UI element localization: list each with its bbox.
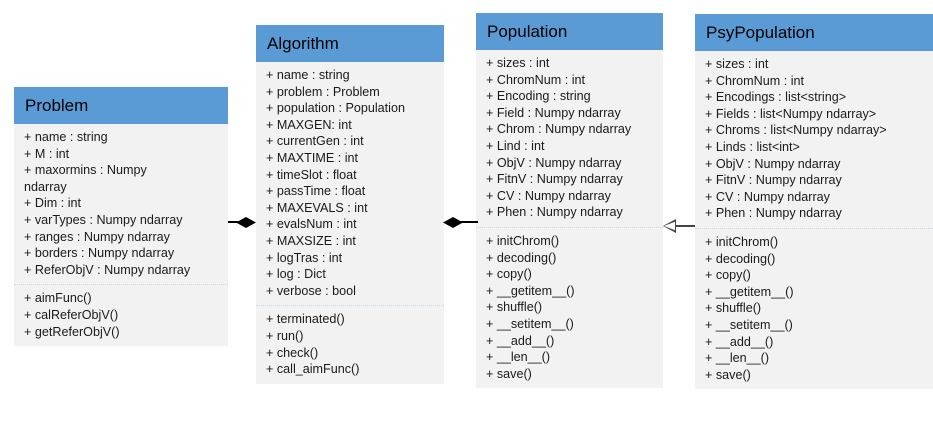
- uml-member-row: + ReferObjV : Numpy ndarray: [24, 262, 191, 277]
- attributes-compartment-algorithm: + name : string + problem : Problem + popu…: [256, 62, 444, 305]
- class-title-population: Population: [476, 13, 663, 50]
- uml-member-row: + MAXSIZE : int: [266, 233, 356, 248]
- composition-line-algorithm-population: [460, 221, 478, 223]
- methods-compartment-psypopulation: + initChrom() + decoding() + copy()+ __get…: [695, 227, 933, 389]
- uml-member-row: + __len__(): [486, 350, 551, 365]
- uml-member-row: + __setitem__(): [705, 317, 793, 332]
- uml-member-row: + decoding(): [705, 251, 776, 266]
- uml-member-row: + population : Population: [266, 101, 405, 116]
- attributes-compartment-problem: + name : string + M : int + maxormins : Nu…: [14, 124, 228, 284]
- uml-class-problem[interactable]: Problem + name : string + M : int + maxorm…: [14, 87, 228, 347]
- uml-member-row: + terminated(): [266, 312, 345, 327]
- uml-member-row: + call_aimFunc(): [266, 362, 360, 377]
- uml-member-row: + sizes : int: [705, 57, 769, 71]
- attributes-compartment-population: + sizes : int + ChromNum : int + Encoding …: [476, 50, 663, 227]
- uml-member-row: + __getitem__(): [486, 283, 575, 298]
- uml-member-row: + copy(): [486, 267, 532, 282]
- uml-member-row: + Field : Numpy ndarray: [486, 105, 621, 120]
- class-title-algorithm: Algorithm: [256, 25, 444, 62]
- generalization-line: [675, 225, 695, 227]
- uml-member-row: + currentGen : int: [266, 134, 364, 149]
- uml-member-row: + Phen : Numpy ndarray: [486, 205, 623, 220]
- uml-member-row: + ChromNum : int: [705, 73, 805, 88]
- uml-member-row: + log : Dict: [266, 267, 326, 282]
- uml-member-row: + Dim : int: [24, 196, 82, 211]
- uml-member-row: + passTime : float: [266, 184, 366, 199]
- uml-member-row: + initChrom(): [486, 233, 560, 248]
- uml-class-algorithm[interactable]: Algorithm + name : string + problem : Pro…: [256, 25, 444, 384]
- uml-member-row: + ranges : Numpy ndarray: [24, 229, 170, 244]
- attributes-compartment-psypopulation: + sizes : int + ChromNum : int + Encodings…: [695, 51, 933, 228]
- class-title-psypopulation: PsyPopulation: [695, 14, 933, 51]
- uml-member-row: + M : int: [24, 146, 70, 161]
- uml-member-row: + evalsNum : int: [266, 217, 357, 232]
- uml-member-row: + __add__(): [486, 333, 555, 348]
- methods-compartment-problem: + aimFunc()+ calReferObjV() + getReferObj…: [14, 284, 228, 346]
- uml-class-population[interactable]: Population + sizes : int + ChromNum : int…: [476, 13, 663, 389]
- uml-member-row: + Fields : list<Numpy ndarray>: [705, 106, 877, 121]
- uml-member-row: + MAXTIME : int: [266, 150, 359, 165]
- uml-member-row: + __getitem__(): [705, 284, 794, 299]
- composition-line-algorithm-problem: [228, 221, 242, 223]
- uml-member-row: + Chrom : Numpy ndarray: [486, 122, 632, 137]
- uml-member-row: + MAXGEN: int: [266, 117, 352, 132]
- uml-member-row: + getReferObjV(): [24, 324, 120, 339]
- uml-member-row: + varTypes : Numpy ndarray: [24, 212, 183, 227]
- generalization-arrowhead-inner: [664, 221, 675, 231]
- uml-member-row: + name : string: [24, 130, 108, 144]
- uml-member-row: + maxormins : Numpy ndarray: [24, 163, 147, 194]
- uml-member-row: + FitnV : Numpy ndarray: [486, 172, 623, 187]
- uml-member-row: + CV : Numpy ndarray: [486, 188, 611, 203]
- uml-member-row: + timeSlot : float: [266, 167, 357, 182]
- uml-member-row: + Encoding : string: [486, 89, 591, 104]
- uml-member-row: + copy(): [705, 268, 751, 283]
- uml-member-row: + ObjV : Numpy ndarray: [705, 156, 841, 171]
- methods-compartment-algorithm: + terminated()+ run() + check() + call_aim…: [256, 305, 444, 383]
- uml-member-row: + sizes : int: [486, 56, 550, 70]
- uml-member-row: + calReferObjV(): [24, 307, 119, 322]
- uml-member-row: + name : string: [266, 68, 350, 82]
- uml-member-row: + FitnV : Numpy ndarray: [705, 173, 842, 188]
- uml-member-row: + CV : Numpy ndarray: [705, 189, 830, 204]
- uml-member-row: + problem : Problem: [266, 84, 380, 99]
- uml-member-row: + ChromNum : int: [486, 72, 586, 87]
- uml-member-row: + save(): [486, 366, 532, 381]
- uml-member-row: + verbose : bool: [266, 283, 356, 298]
- uml-member-row: + __add__(): [705, 334, 774, 349]
- uml-member-row: + run(): [266, 328, 304, 343]
- uml-member-row: + shuffle(): [705, 301, 762, 316]
- uml-member-row: + logTras : int: [266, 250, 343, 265]
- uml-member-row: + shuffle(): [486, 300, 543, 315]
- uml-member-row: + initChrom(): [705, 234, 779, 249]
- uml-member-row: + Encodings : list<string>: [705, 90, 847, 105]
- uml-member-row: + MAXEVALS : int: [266, 200, 368, 215]
- uml-member-row: + ObjV : Numpy ndarray: [486, 155, 622, 170]
- composition-diamond-icon-population: [443, 217, 463, 228]
- uml-member-row: + Lind : int: [486, 138, 545, 153]
- uml-member-row: + borders : Numpy ndarray: [24, 246, 175, 261]
- uml-member-row: + __setitem__(): [486, 316, 574, 331]
- uml-member-row: + save(): [705, 367, 751, 382]
- composition-diamond-icon-problem: [236, 217, 256, 228]
- uml-member-row: + aimFunc(): [24, 291, 92, 306]
- uml-member-row: + decoding(): [486, 250, 557, 265]
- uml-class-psypopulation[interactable]: PsyPopulation + sizes : int + ChromNum : …: [695, 14, 933, 390]
- uml-member-row: + Chroms : list<Numpy ndarray>: [705, 123, 887, 138]
- uml-member-row: + __len__(): [705, 351, 770, 366]
- uml-member-row: + Linds : list<int>: [705, 139, 800, 154]
- class-title-problem: Problem: [14, 87, 228, 124]
- uml-member-row: + Phen : Numpy ndarray: [705, 206, 842, 221]
- uml-member-row: + check(): [266, 345, 319, 360]
- methods-compartment-population: + initChrom() + decoding() + copy()+ __get…: [476, 226, 663, 388]
